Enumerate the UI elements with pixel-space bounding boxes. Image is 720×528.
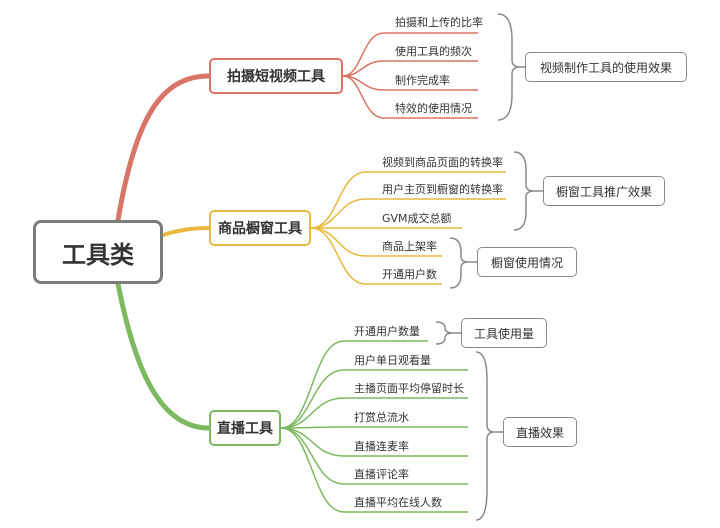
bracket-branch-1 <box>497 13 521 121</box>
leaf-node[interactable]: 拍摄和上传的比率 <box>395 16 483 29</box>
leaf-node[interactable]: 用户主页到橱窗的转换率 <box>382 183 503 196</box>
leaf-node[interactable]: 商品上架率 <box>382 240 437 253</box>
leaf-node[interactable]: 开通用户数量 <box>354 325 420 338</box>
leaf-node[interactable]: 直播平均在线人数 <box>354 496 442 509</box>
branch-1-leaf-lines <box>342 32 478 119</box>
leaf-node[interactable]: 主播页面平均停留时长 <box>354 382 464 395</box>
bracket-branch-2a <box>513 151 535 231</box>
branch-3-leaf-lines <box>280 340 468 513</box>
summary-node-live-effect[interactable]: 直播效果 <box>503 417 577 447</box>
summary-node-video-tool-effect[interactable]: 视频制作工具的使用效果 <box>525 52 687 82</box>
summary-node-showcase-promotion[interactable]: 橱窗工具推广效果 <box>543 176 665 206</box>
branch-2-leaf-lines <box>310 171 506 285</box>
branch-node-showcase-tools[interactable]: 商品橱窗工具 <box>209 210 311 246</box>
summary-node-tool-usage[interactable]: 工具使用量 <box>461 318 547 348</box>
leaf-node[interactable]: 直播评论率 <box>354 468 409 481</box>
bracket-branch-2b <box>449 237 469 289</box>
connector-root-to-branch-1 <box>115 73 212 223</box>
bracket-branch-3b <box>475 351 495 521</box>
leaf-node[interactable]: 直播连麦率 <box>354 440 409 453</box>
connector-root-to-branch-3 <box>115 281 212 431</box>
root-node[interactable]: 工具类 <box>33 220 163 284</box>
leaf-node[interactable]: 视频到商品页面的转换率 <box>382 156 503 169</box>
connector-root-to-branch-2 <box>161 226 211 237</box>
leaf-node[interactable]: 使用工具的频次 <box>395 45 472 58</box>
leaf-node[interactable]: 打赏总流水 <box>354 411 409 424</box>
summary-node-showcase-usage[interactable]: 橱窗使用情况 <box>477 247 577 277</box>
leaf-node[interactable]: 制作完成率 <box>395 74 450 87</box>
leaf-node[interactable]: 特效的使用情况 <box>395 102 472 115</box>
branch-node-short-video-tools[interactable]: 拍摄短视频工具 <box>209 58 343 94</box>
leaf-node[interactable]: 用户单日观看量 <box>354 354 431 367</box>
leaf-node[interactable]: GVM成交总额 <box>382 212 452 225</box>
bracket-branch-3a <box>435 321 454 345</box>
leaf-node[interactable]: 开通用户数 <box>382 268 437 281</box>
branch-node-live-tools[interactable]: 直播工具 <box>209 410 281 446</box>
